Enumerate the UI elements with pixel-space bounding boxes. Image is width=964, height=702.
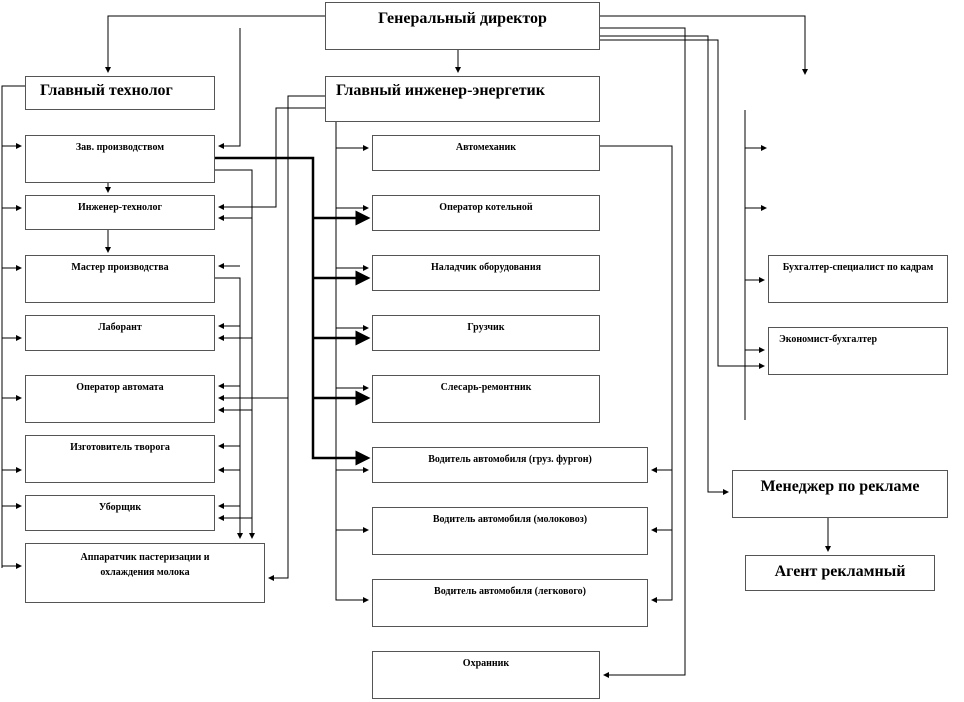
technologist-staff-box: Изготовитель творога xyxy=(25,435,215,483)
technologist-staff-box: Уборщик xyxy=(25,495,215,531)
engineer-staff-box: Слесарь-ремонтник xyxy=(372,375,600,423)
accounting-staff-box: Бухгалтер-специалист по кадрам xyxy=(768,255,948,303)
chief-technologist-box: Главный технолог xyxy=(25,76,215,110)
chief-engineer-box: Главный инженер-энергетик xyxy=(325,76,600,122)
ad-manager-box: Менеджер по рекламе xyxy=(732,470,948,518)
technologist-staff-box: Лаборант xyxy=(25,315,215,351)
engineer-staff-box: Водитель автомобиля (легкового) xyxy=(372,579,648,627)
technologist-staff-box: Инженер-технолог xyxy=(25,195,215,230)
technologist-staff-box: Аппаратчик пастеризации и охлаждения мол… xyxy=(25,543,265,603)
technologist-staff-box: Оператор автомата xyxy=(25,375,215,423)
engineer-staff-box: Грузчик xyxy=(372,315,600,351)
engineer-staff-box: Автомеханик xyxy=(372,135,600,171)
engineer-staff-box: Оператор котельной xyxy=(372,195,600,231)
technologist-staff-box: Мастер производства xyxy=(25,255,215,303)
technologist-staff-box: Зав. производством xyxy=(25,135,215,183)
accounting-staff-box: Экономист-бухгалтер xyxy=(768,327,948,375)
engineer-staff-box: Водитель автомобиля (молоковоз) xyxy=(372,507,648,555)
engineer-staff-box: Водитель автомобиля (груз. фургон) xyxy=(372,447,648,483)
director-box: Генеральный директор xyxy=(325,2,600,50)
engineer-staff-box: Охранник xyxy=(372,651,600,699)
ad-agent-box: Агент рекламный xyxy=(745,555,935,591)
engineer-staff-box: Наладчик оборудования xyxy=(372,255,600,291)
